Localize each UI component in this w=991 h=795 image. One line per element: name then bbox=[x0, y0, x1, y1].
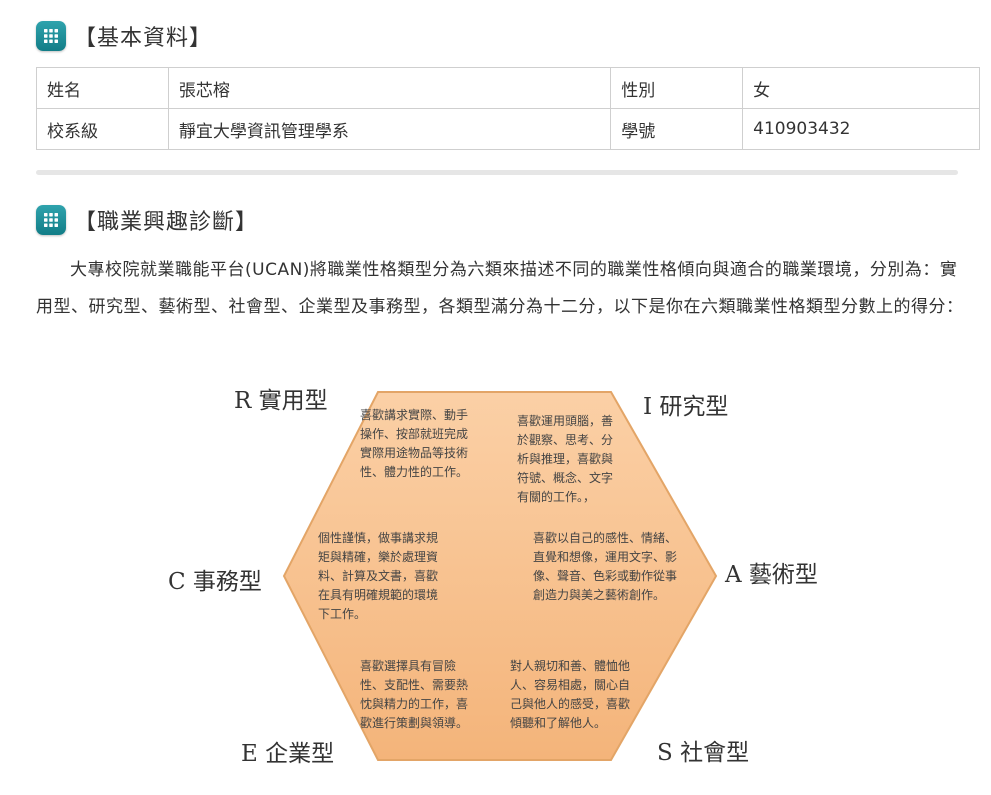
gender-value: 女 bbox=[742, 67, 980, 109]
intro-paragraph: 大專校院就業職能平台(UCAN)將職業性格類型分為六類來描述不同的職業性格傾向與… bbox=[36, 260, 964, 317]
type-label-i: I 研究型 bbox=[643, 394, 729, 420]
basic-info-table: 姓名 張芯榕 性別 女 校系級 靜宜大學資訊管理學系 學號 410903432 bbox=[36, 67, 980, 150]
table-row: 姓名 張芯榕 性別 女 bbox=[36, 67, 980, 109]
department-label: 校系級 bbox=[36, 108, 169, 150]
name-label: 姓名 bbox=[36, 67, 169, 109]
type-label-r: R 實用型 bbox=[234, 388, 328, 414]
type-label-a: A 藝術型 bbox=[725, 562, 818, 588]
department-value: 靜宜大學資訊管理學系 bbox=[167, 108, 612, 150]
description-i: 喜歡運用頭腦，善於觀察、思考、分析與推理，喜歡與符號、概念、文字有關的工作。， bbox=[517, 414, 614, 504]
section-divider bbox=[36, 170, 958, 175]
student-id-value: 410903432 bbox=[742, 108, 980, 150]
section-title: 【基本資料】 bbox=[74, 26, 213, 51]
type-label-s: S 社會型 bbox=[657, 740, 750, 766]
section-title: 【職業興趣診斷】 bbox=[74, 210, 259, 235]
grid-icon bbox=[36, 21, 66, 51]
grid-icon bbox=[36, 205, 66, 235]
description-a: 喜歡以自己的感性、情緒、直覺和想像，運用文字、影像、聲音、色彩或動作從事創造力與… bbox=[533, 531, 678, 602]
description-e: 喜歡選擇具有冒險性、支配性、需要熱忱與精力的工作，喜歡進行策劃與領導。 bbox=[360, 659, 469, 730]
holland-hexagon-diagram: R 實用型 I 研究型 A 藝術型 C 事務型 E 企業型 S 社會型 喜歡講求… bbox=[0, 378, 991, 778]
description-c: 個性謹慎，做事講求規矩與精確，樂於處理資料、計算及文書，喜歡在具有明確規範的環境… bbox=[318, 531, 439, 621]
name-value: 張芯榕 bbox=[167, 67, 612, 109]
career-interest-header: 【職業興趣診斷】 bbox=[36, 204, 258, 236]
gender-label: 性別 bbox=[610, 67, 744, 109]
description-r: 喜歡講求實際、動手操作、按部就班完成實際用途物品等技術性、體力性的工作。 bbox=[360, 408, 469, 479]
basic-info-header: 【基本資料】 bbox=[36, 20, 212, 52]
description-s: 對人親切和善、體恤他人、容易相處，關心自己與他人的感受，喜歡傾聽和了解他人。 bbox=[510, 659, 631, 730]
hexagon-shape bbox=[282, 391, 718, 761]
type-label-e: E 企業型 bbox=[241, 741, 335, 767]
table-row: 校系級 靜宜大學資訊管理學系 學號 410903432 bbox=[36, 108, 980, 150]
student-id-label: 學號 bbox=[610, 108, 744, 150]
type-label-c: C 事務型 bbox=[168, 569, 262, 595]
